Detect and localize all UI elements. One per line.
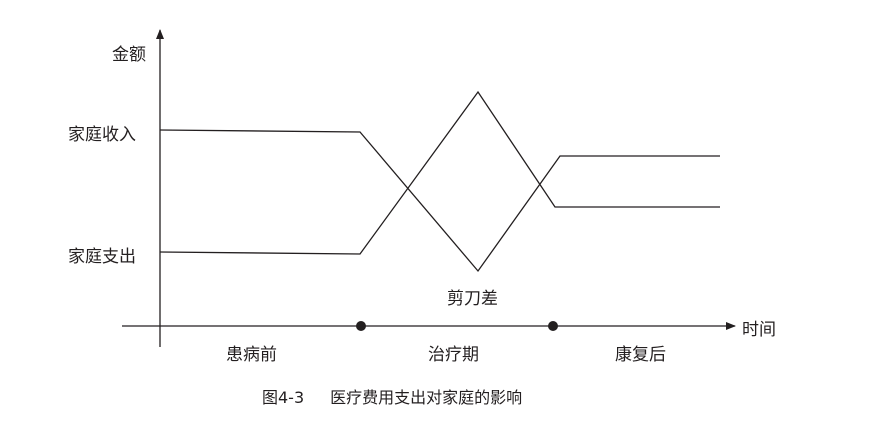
income-line — [159, 129, 720, 273]
phase-label: 康复后 — [615, 345, 666, 365]
figure-title: 医疗费用支出对家庭的影响 — [330, 388, 523, 407]
x-axis-label: 时间 — [742, 320, 776, 340]
income-level-label: 家庭收入 — [68, 125, 136, 145]
expense-level-label: 家庭支出 — [68, 247, 136, 267]
phase-label: 治疗期 — [428, 345, 479, 365]
expense-line — [159, 90, 720, 255]
phase-label: 患病前 — [226, 345, 277, 365]
scissors-gap-annotation: 剪刀差 — [447, 289, 498, 309]
figure-number: 图4-3 — [262, 388, 305, 407]
phase-divider-dot — [548, 321, 558, 331]
figure-caption: 图4-3 医疗费用支出对家庭的影响 — [262, 384, 548, 408]
y-axis-label: 金额 — [112, 45, 146, 65]
phase-divider-dot — [356, 321, 366, 331]
